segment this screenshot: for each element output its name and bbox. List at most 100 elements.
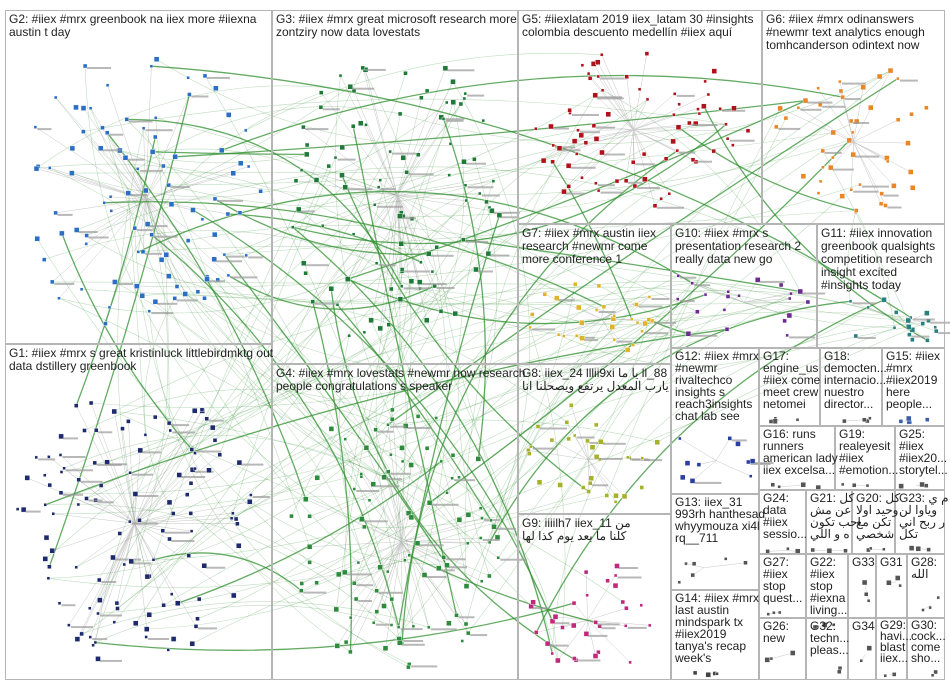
group-label-line: G9: iiiilh7 iiex_11 من [522,516,631,530]
graph-node [169,429,172,432]
graph-node [744,561,748,565]
graph-node [424,318,429,323]
graph-node [641,330,644,333]
graph-node [353,488,356,491]
graph-node [75,566,78,569]
graph-node [58,602,61,605]
graph-node [94,428,98,432]
graph-node [464,184,467,187]
graph-node [686,331,691,336]
node-label-mark [550,645,569,647]
graph-node [678,437,681,440]
group-label-g31: G31 [880,555,903,569]
graph-node [907,333,911,337]
graph-node [724,557,727,560]
graph-node [436,566,441,571]
node-label-mark [599,311,616,313]
graph-node [145,222,150,227]
graph-node [200,408,204,412]
graph-node [624,624,627,627]
graph-node [561,626,565,630]
graph-node [840,194,845,199]
graph-node [121,427,125,431]
graph-node [787,313,792,318]
node-label-mark [588,635,607,637]
graph-node [536,425,540,429]
graph-node [778,485,781,488]
node-label-mark [618,577,642,579]
graph-node [377,186,380,189]
graph-node [482,119,485,122]
graph-node [372,621,375,624]
graph-node [339,74,342,77]
graph-node [75,637,80,642]
graph-node [108,306,111,309]
graph-node [746,129,750,133]
graph-node [797,106,800,109]
node-label-mark [732,439,747,441]
graph-node [448,174,451,177]
node-label-mark [89,500,103,502]
graph-node [144,627,149,632]
graph-node [59,491,63,495]
node-label-mark [602,627,616,629]
group-label-g6: G6: #iiex #mrx odinanswers#newmr text an… [766,12,925,52]
graph-node [584,570,588,574]
graph-node [624,179,628,183]
graph-node [231,512,234,515]
node-label-mark [600,78,626,80]
graph-node [43,474,46,477]
node-label-mark [181,476,205,478]
node-label-mark [379,264,396,266]
graph-node [96,656,101,661]
graph-node [400,445,405,450]
graph-node [479,537,482,540]
graph-node [110,209,113,212]
group-label-line: iiex... [880,651,908,665]
group-label-line: sho... [911,651,940,665]
graph-node [187,554,191,558]
graph-node [126,419,130,423]
group-label-line: chat lab see [675,409,740,423]
graph-node [934,326,937,329]
group-label-line: colombia descuento medellín #iiex aquí [522,25,733,39]
graph-node [862,418,866,422]
node-label-mark [651,298,669,300]
graph-node [906,324,911,329]
graph-node [308,514,312,518]
graph-node [461,238,465,242]
graph-node [572,601,576,605]
node-label-mark [911,336,929,338]
graph-node [801,174,806,179]
graph-node [382,604,387,609]
graph-node [868,105,873,110]
graph-node [247,165,250,168]
graph-node [455,613,459,617]
graph-node [167,183,171,187]
graph-node [586,594,589,597]
graph-node [153,299,158,304]
graph-node [85,497,89,501]
graph-node [769,420,773,424]
node-label-mark [572,114,599,116]
graph-node [704,293,707,296]
graph-node [442,117,445,120]
graph-node [615,179,619,183]
graph-node [321,224,324,227]
node-label-mark [62,604,76,606]
group-label-line: #insights today [821,278,901,292]
node-label-mark [501,216,519,218]
graph-node [613,314,616,317]
graph-node [60,471,63,474]
graph-node [422,573,427,578]
node-label-mark [690,335,717,337]
graph-node [566,163,571,168]
node-label-mark [760,281,785,283]
graph-node [581,176,584,179]
graph-node [677,274,680,277]
node-label-mark [566,193,585,195]
group-label-line: G2: #iiex #mrx greenbook na iiex more #i… [9,12,257,26]
graph-node [357,561,360,564]
graph-node [446,621,451,626]
